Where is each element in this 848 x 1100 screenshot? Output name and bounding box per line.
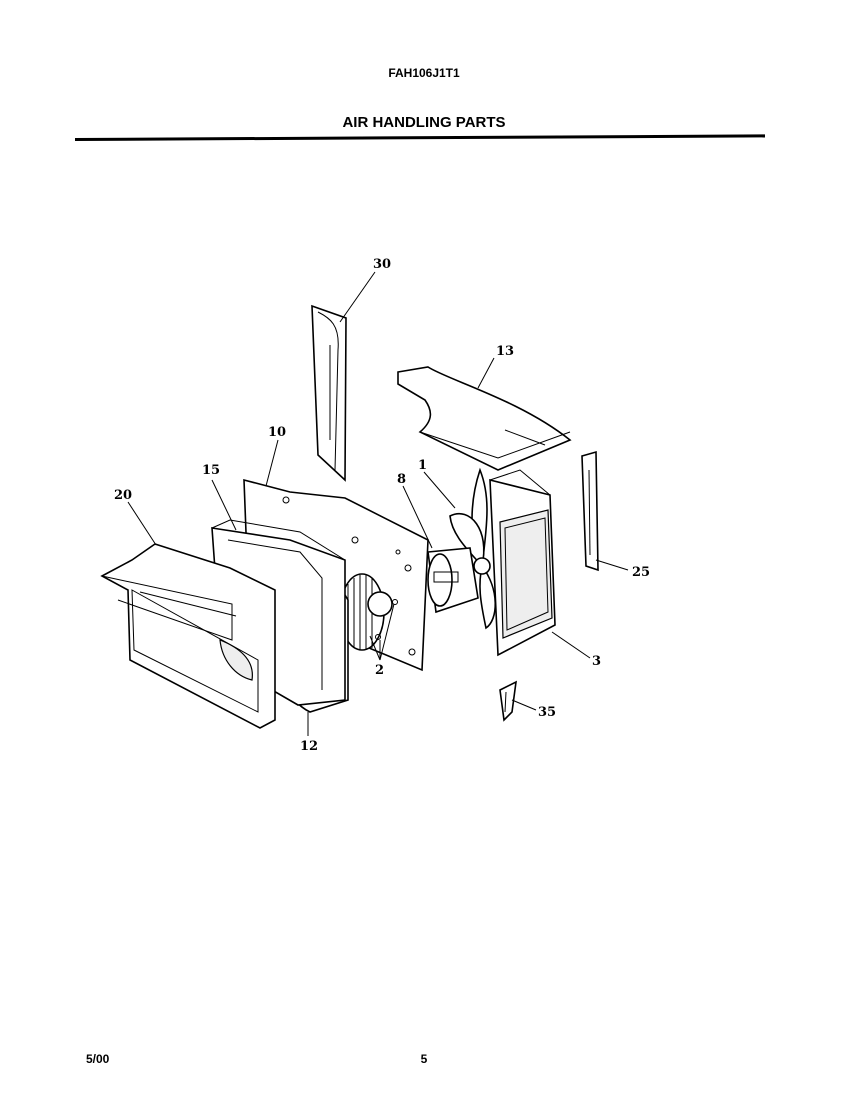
page-number: 5 — [420, 1052, 428, 1066]
callout-2: 2 — [375, 663, 384, 678]
callout-15: 15 — [202, 463, 220, 478]
footer-date: 5/00 — [86, 1052, 110, 1066]
callout-1: 1 — [418, 458, 427, 473]
callout-20: 20 — [114, 488, 132, 503]
leader-lines — [127, 271, 629, 736]
callout-3: 3 — [592, 654, 601, 669]
callout-35: 35 — [538, 705, 556, 720]
part-3-condenser-frame — [489, 469, 556, 657]
part-25-side-strip — [581, 450, 599, 572]
part-13-top-cover — [397, 366, 572, 471]
model-number: FAH106J1T1 — [388, 66, 460, 80]
part-2-blower-wheel — [339, 573, 398, 651]
callout-10: 10 — [268, 425, 286, 440]
callout-25: 25 — [632, 565, 650, 580]
page-title: AIR HANDLING PARTS — [342, 114, 506, 131]
part-1-fan-blade — [449, 467, 496, 630]
callout-8: 8 — [397, 472, 406, 487]
part-30-baffle — [311, 304, 347, 482]
callout-12: 12 — [300, 739, 318, 754]
part-8-fan-motor — [427, 547, 479, 614]
part-20-front-grille — [100, 543, 276, 729]
callout-30: 30 — [373, 257, 391, 272]
part-35-bracket — [499, 680, 517, 722]
callout-13: 13 — [496, 344, 514, 359]
